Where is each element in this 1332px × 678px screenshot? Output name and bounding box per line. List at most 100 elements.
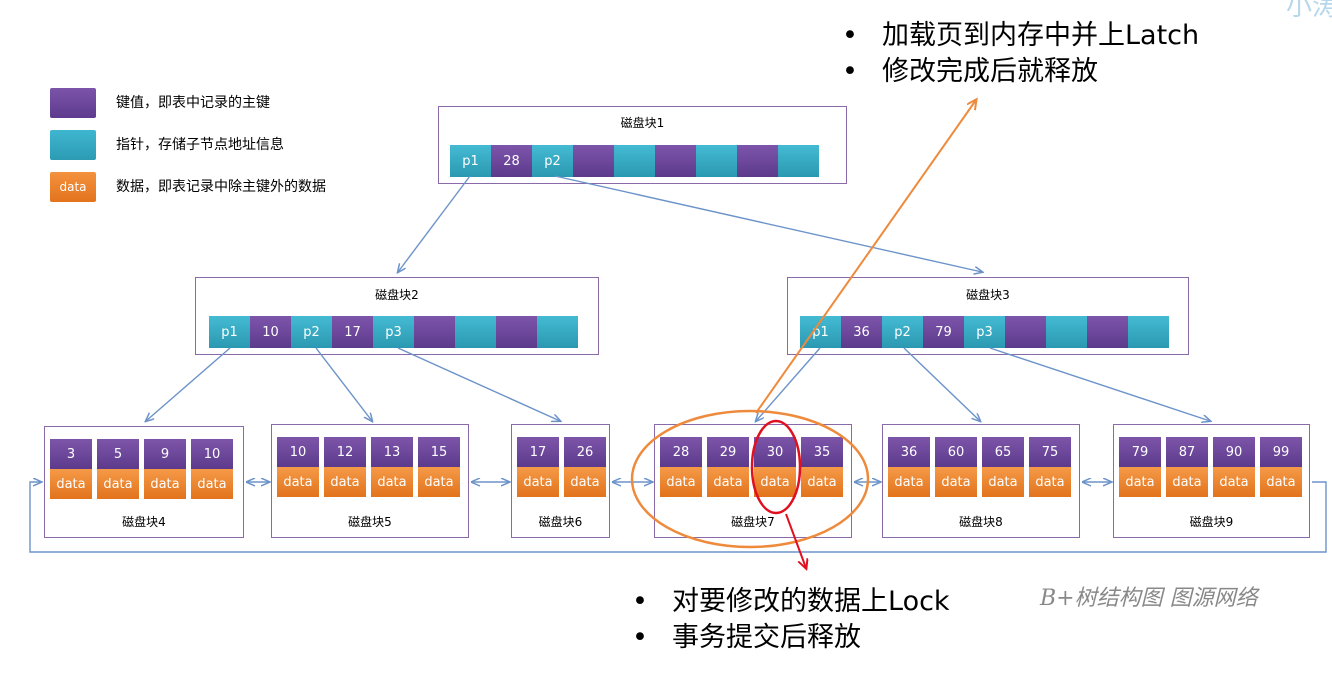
edge-block3-to-block9: [989, 347, 1210, 421]
key-cell: [737, 145, 778, 177]
pointer-cell: p2: [532, 145, 573, 177]
lock-notes: 对要修改的数据上Lock 事务提交后释放: [628, 584, 950, 656]
leaf-key-cell: 65: [982, 437, 1024, 467]
key-cell: [573, 145, 614, 177]
leaf-key-cell: 13: [371, 437, 413, 467]
leaf-node-title: 磁盘块4: [122, 515, 166, 529]
leaf-key-cell: 17: [517, 437, 559, 467]
latch-notes: 加载页到内存中并上Latch 修改完成后就释放: [838, 18, 1199, 90]
pointer-cell: p1: [800, 316, 841, 348]
leaf-key-cell: 30: [754, 437, 796, 467]
edge-root-to-block2: [398, 175, 471, 272]
pointer-cell: p3: [964, 316, 1005, 348]
leaf-data-cell: data: [754, 467, 796, 497]
pointer-cell: [614, 145, 655, 177]
legend-data-text: 数据，即表记录中除主键外的数据: [116, 179, 326, 195]
pointer-cell: p1: [209, 316, 250, 348]
legend-pointer-swatch: [50, 130, 96, 160]
leaf-key-cell: 90: [1213, 437, 1255, 467]
key-cell: [414, 316, 455, 348]
leaf-key-cell: 28: [660, 437, 702, 467]
leaf-data-cell: data: [707, 467, 749, 497]
leaf-key-cell: 87: [1166, 437, 1208, 467]
pointer-cell: [455, 316, 496, 348]
key-cell: [1087, 316, 1128, 348]
pointer-cell: [778, 145, 819, 177]
leaf-data-cell: data: [191, 469, 233, 499]
leaf-data-cell: data: [564, 467, 606, 497]
leaf-key-cell: 36: [888, 437, 930, 467]
leaf-key-cell: 15: [418, 437, 460, 467]
leaf-data-cell: data: [1119, 467, 1161, 497]
leaf-node-title: 磁盘块5: [348, 515, 392, 529]
leaf-key-cell: 5: [97, 439, 139, 469]
leaf-node-title: 磁盘块8: [959, 515, 1003, 529]
leaf-data-cell: data: [517, 467, 559, 497]
leaf-key-cell: 60: [935, 437, 977, 467]
leaf-data-cell: data: [935, 467, 977, 497]
leaf-key-cell: 9: [144, 439, 186, 469]
lock-note-item: 对要修改的数据上Lock: [628, 584, 950, 620]
edge-root-to-block3: [554, 175, 982, 272]
leaf-data-cell: data: [982, 467, 1024, 497]
leaf-data-cell: data: [1029, 467, 1071, 497]
leaf-key-cell: 10: [277, 437, 319, 467]
pointer-cell: p2: [291, 316, 332, 348]
leaf-node-title: 磁盘块7: [731, 515, 775, 529]
leaf-key-cell: 99: [1260, 437, 1302, 467]
leaf-data-cell: data: [324, 467, 366, 497]
pointer-cell: p2: [882, 316, 923, 348]
key-cell: 28: [491, 145, 532, 177]
leaf-data-cell: data: [144, 469, 186, 499]
internal-node-title: 磁盘块2: [375, 288, 419, 302]
leaf-data-cell: data: [1260, 467, 1302, 497]
leaf-node-title: 磁盘块6: [538, 515, 583, 529]
pointer-cell: [1046, 316, 1087, 348]
watermark-text: 小涛: [1285, 0, 1332, 22]
leaf-data-cell: data: [1213, 467, 1255, 497]
leaf-key-cell: 79: [1119, 437, 1161, 467]
leaf-data-cell: data: [371, 467, 413, 497]
edge-block2-to-block4: [146, 347, 231, 421]
legend-key-text: 键值，即表中记录的主键: [116, 95, 270, 111]
leaf-data-cell: data: [1166, 467, 1208, 497]
latch-note-item: 修改完成后就释放: [838, 54, 1199, 90]
key-cell: 17: [332, 316, 373, 348]
legend-pointer-text: 指针，存储子节点地址信息: [116, 137, 284, 153]
leaf-data-cell: data: [888, 467, 930, 497]
key-cell: 79: [923, 316, 964, 348]
leaf-data-cell: data: [418, 467, 460, 497]
pointer-cell: [537, 316, 578, 348]
leaf-key-cell: 35: [801, 437, 843, 467]
legend-key-swatch: [50, 88, 96, 118]
key-cell: [496, 316, 537, 348]
